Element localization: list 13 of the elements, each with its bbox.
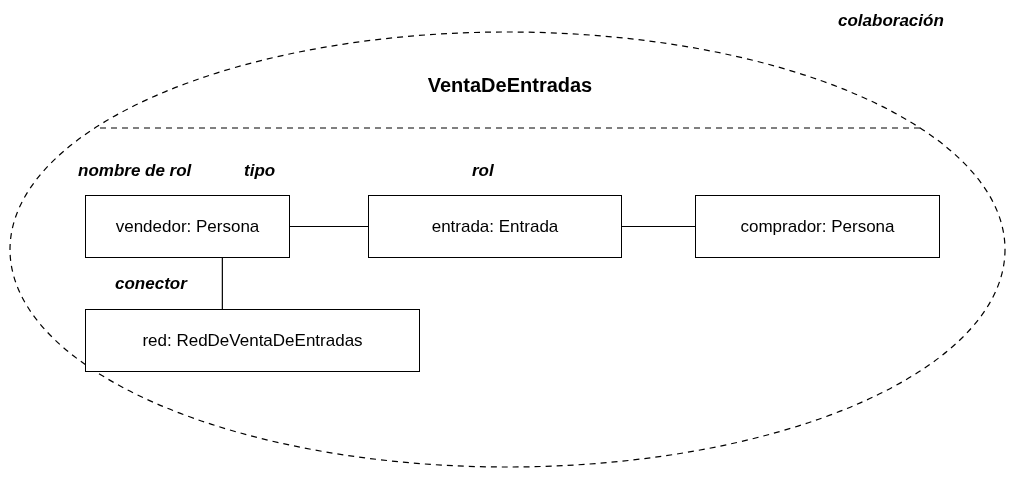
connector-line	[289, 225, 369, 228]
role-box: comprador: Persona	[695, 195, 940, 258]
connector-line	[221, 257, 223, 310]
annotation-label: conector	[115, 273, 187, 295]
annotation-label: tipo	[244, 160, 276, 182]
collaboration-title: VentaDeEntradas	[426, 73, 594, 98]
role-box: red: RedDeVentaDeEntradas	[85, 309, 420, 372]
role-box: vendedor: Persona	[85, 195, 290, 258]
connector-line	[621, 225, 696, 228]
annotation-label: colaboración	[838, 10, 944, 32]
annotation-label: rol	[472, 160, 494, 182]
annotation-label: nombre de rol	[78, 160, 192, 182]
role-box: entrada: Entrada	[368, 195, 622, 258]
